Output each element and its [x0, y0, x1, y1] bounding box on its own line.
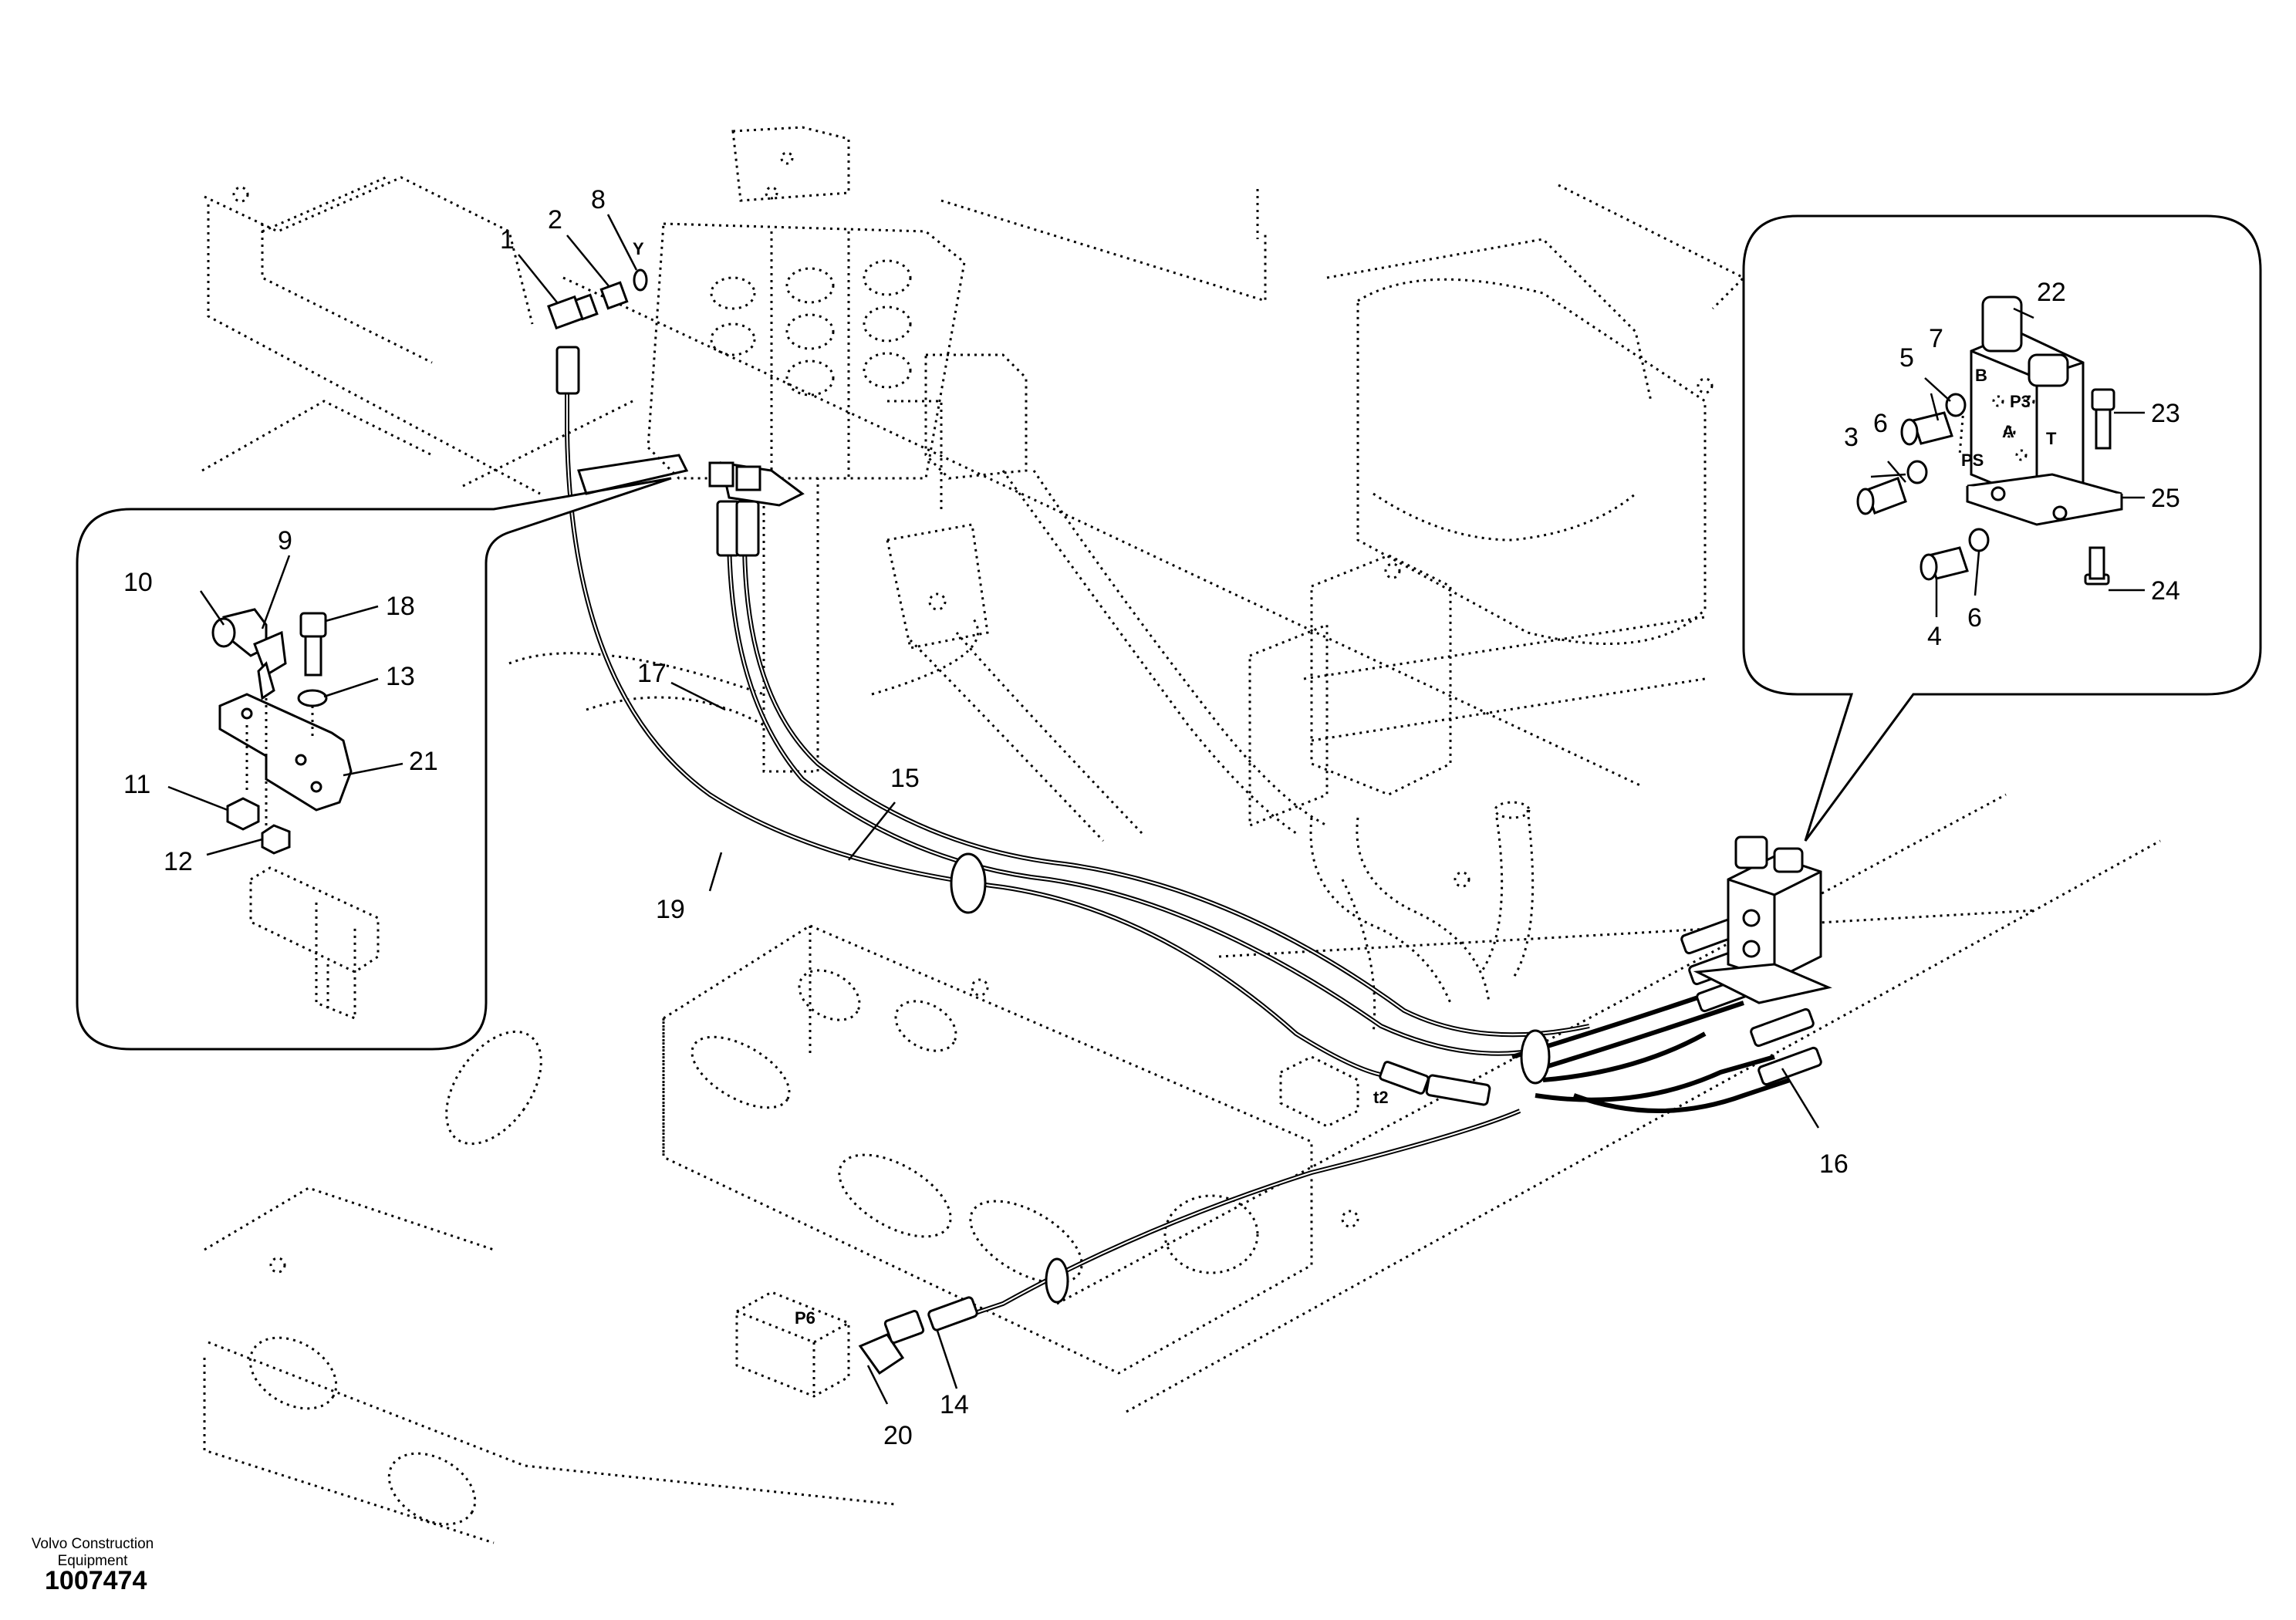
callout-8: 8 [591, 185, 606, 214]
callout-2: 2 [548, 205, 562, 235]
o-ring-8 [633, 268, 648, 292]
detail-bubble-left [76, 454, 689, 1051]
port-label-y: Y [633, 239, 644, 258]
solenoid-valve-assembly [1693, 835, 1832, 1004]
callout-18: 18 [386, 592, 415, 621]
callout-24: 24 [2151, 576, 2180, 606]
callout-labels: 1 2 8 10 9 18 13 21 11 12 17 15 19 16 14… [123, 185, 2180, 1450]
callout-7: 7 [1929, 324, 1943, 353]
detail-right-contents [1856, 295, 2123, 586]
callout-6-lower: 6 [1967, 603, 1982, 633]
callout-16: 16 [1819, 1149, 1849, 1179]
company-name-line2: Equipment [57, 1553, 128, 1569]
elbow-fitting-20 [858, 1310, 925, 1375]
adapter-2 [599, 281, 629, 310]
callout-25: 25 [2151, 484, 2180, 513]
control-valve-block [508, 126, 1328, 842]
callout-4: 4 [1927, 622, 1942, 651]
company-name-line1: Volvo Construction [31, 1536, 154, 1552]
port-label-b: B [1975, 366, 1987, 385]
hose-routing [565, 370, 1791, 1321]
callout-14: 14 [940, 1390, 969, 1419]
callout-6-upper: 6 [1873, 409, 1888, 438]
callout-12: 12 [164, 847, 193, 876]
callout-10: 10 [123, 568, 153, 597]
port-label-ps: PS [1961, 451, 1984, 470]
callout-13: 13 [386, 662, 415, 691]
callout-9: 9 [278, 526, 292, 555]
detail-bubble-right [1742, 214, 2262, 842]
elbow-fitting-1 [547, 293, 599, 330]
leader-lines [167, 214, 2145, 1405]
bracket-near-valve [708, 461, 805, 507]
port-label-p6: P6 [795, 1308, 815, 1328]
port-label-a: A [2002, 422, 2014, 441]
callout-17: 17 [637, 659, 667, 688]
port-label-p3: P3 [2010, 392, 2031, 411]
callout-11: 11 [123, 770, 150, 799]
callout-3: 3 [1844, 423, 1859, 452]
port-label-t2: t2 [1373, 1088, 1389, 1107]
callout-5: 5 [1899, 343, 1914, 373]
callout-22: 22 [2037, 278, 2066, 307]
machine-frame-outline [201, 176, 2161, 1544]
callout-21: 21 [409, 747, 438, 776]
callout-23: 23 [2151, 399, 2180, 428]
callout-15: 15 [890, 764, 920, 793]
port-label-t: T [2046, 429, 2057, 448]
port-labels: B P3 A T PS P6 t2 Y [633, 239, 2057, 1328]
detail-left-contents [211, 608, 380, 1021]
drawing-number: 1007474 [45, 1566, 147, 1595]
callout-20: 20 [883, 1421, 913, 1450]
callout-19: 19 [656, 895, 685, 924]
callout-1: 1 [500, 225, 515, 255]
